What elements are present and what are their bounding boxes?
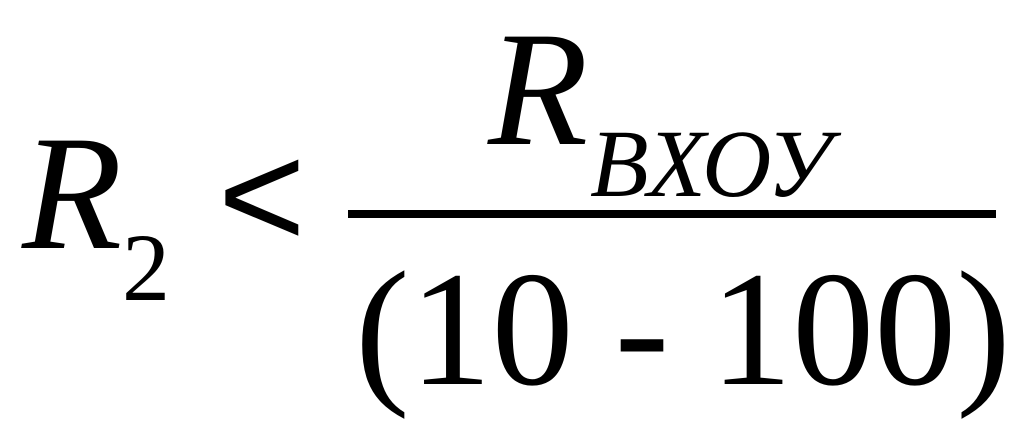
numerator-subscript: ВХОУ [590, 110, 833, 217]
denominator: (10 - 100) [355, 239, 1011, 420]
numerator-variable: R [488, 0, 589, 180]
lhs-variable: R [22, 103, 123, 284]
lhs-subscript: 2 [122, 214, 170, 321]
less-than-sign: < [218, 111, 306, 279]
fraction-bar [348, 210, 996, 218]
